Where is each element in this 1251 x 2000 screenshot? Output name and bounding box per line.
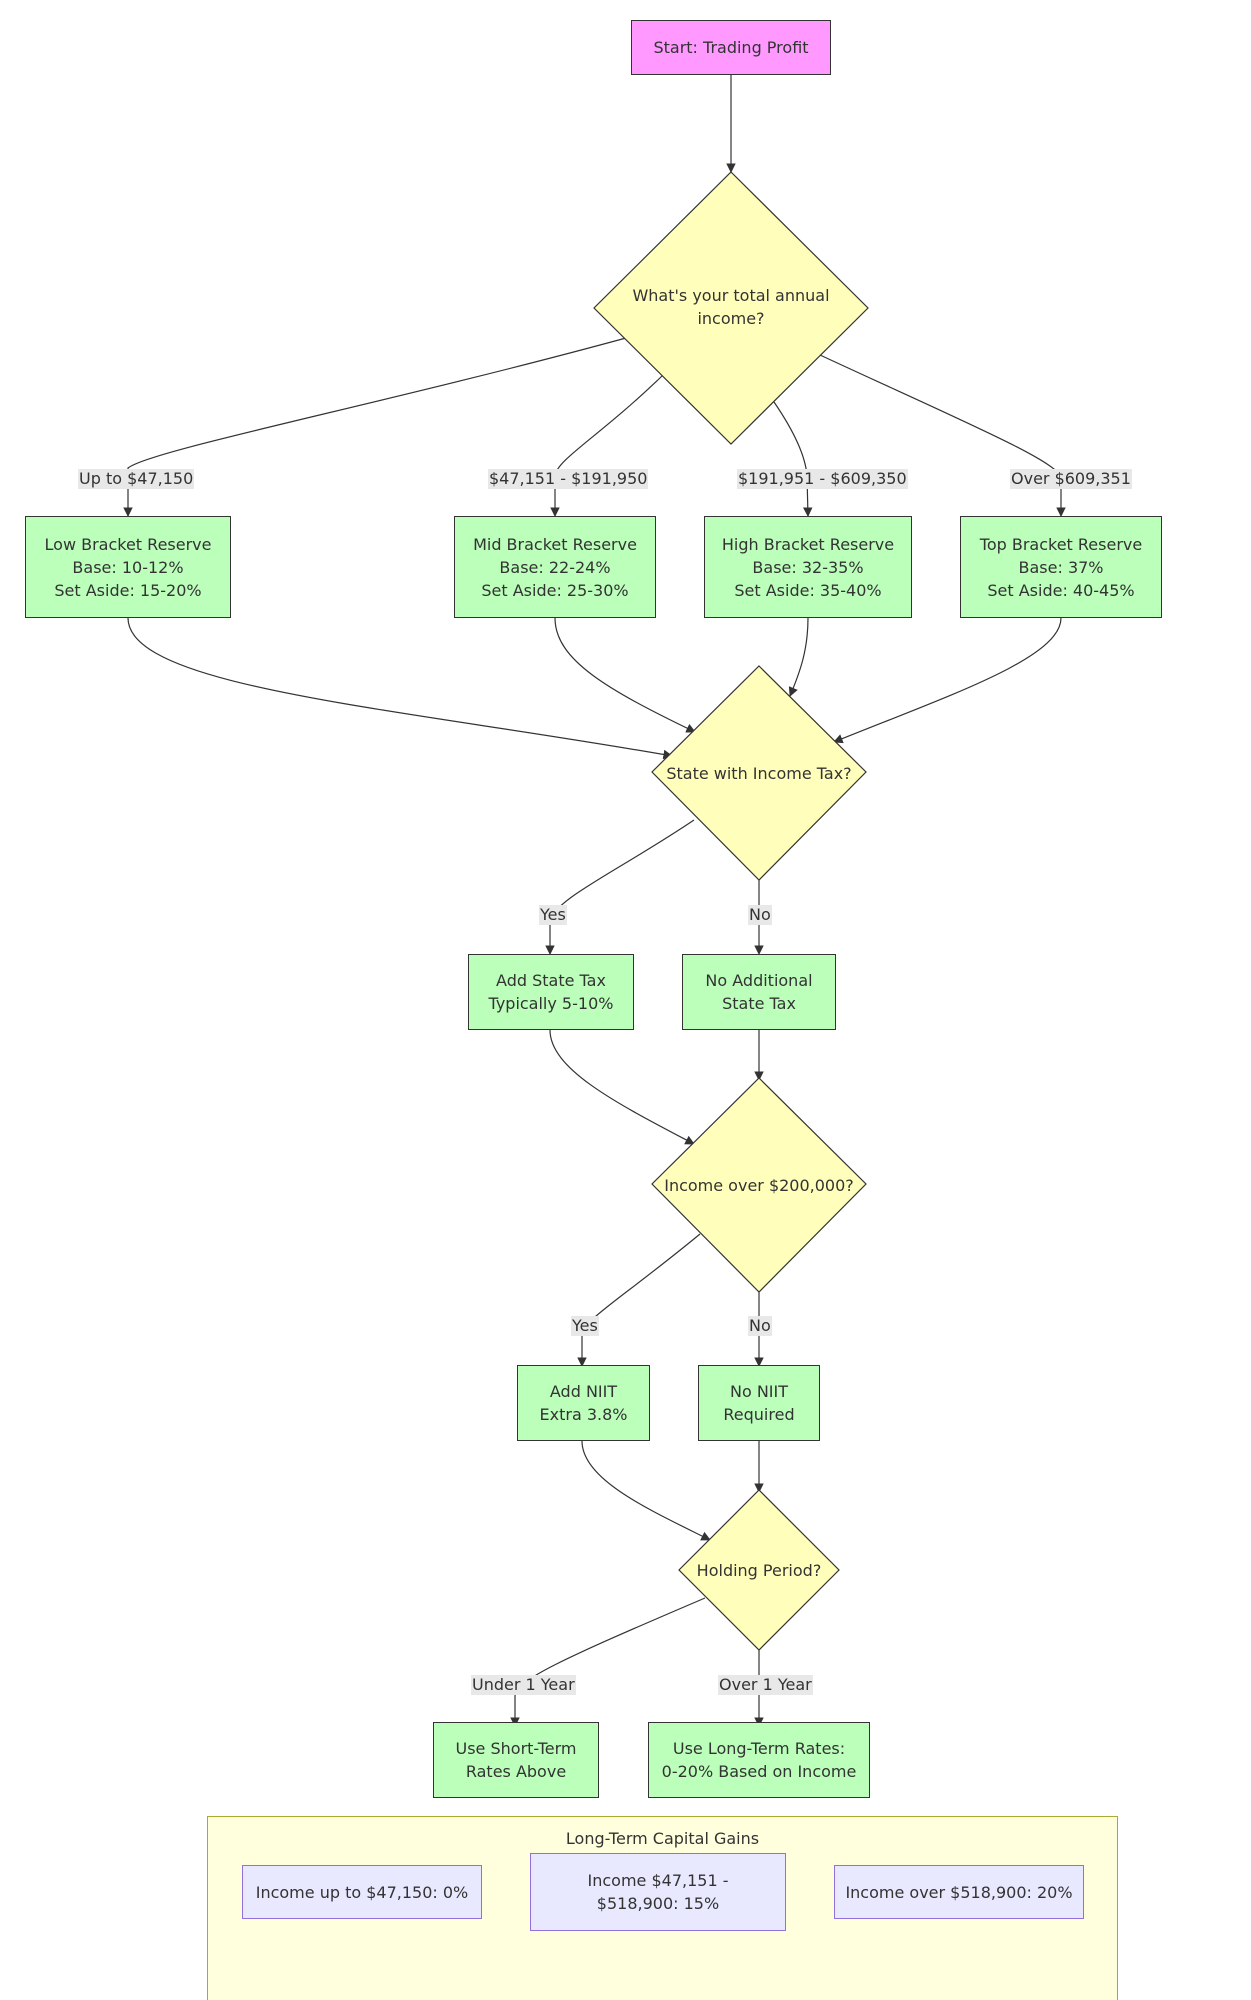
edge-income-to-top <box>819 354 1066 517</box>
rate-0-percent-node: Income up to $47,150: 0% <box>242 1865 482 1919</box>
high-bracket-base: Base: 32-35% <box>752 557 864 577</box>
long-term-detail: 0-20% Based on Income <box>661 1762 857 1781</box>
edge-high-to-state <box>788 617 809 697</box>
no-niit-node: No NIIT Required <box>698 1365 820 1441</box>
low-bracket-base: Base: 10-12% <box>72 557 184 577</box>
edge-mid-to-state <box>554 617 696 733</box>
no-state-tax-title: No Additional <box>705 971 813 990</box>
short-term-title: Use Short-Term <box>455 1739 577 1758</box>
decision-holding-shape <box>678 1489 840 1651</box>
edge-niit-yes <box>577 1233 701 1367</box>
edge-label-top: Over $609,351 <box>1010 469 1132 489</box>
long-term-title: Use Long-Term Rates: <box>672 1739 846 1758</box>
low-bracket-set-aside: Set Aside: 15-20% <box>54 580 202 600</box>
no-state-tax-node: No Additional State Tax <box>682 954 836 1030</box>
edge-label-low: Up to $47,150 <box>78 469 195 489</box>
edge-top-to-state <box>833 617 1062 744</box>
decision-income-text-1: What's your total annual <box>632 286 830 305</box>
decision-state-text: State with Income Tax? <box>666 763 852 783</box>
decision-state: State with Income Tax? <box>659 760 859 786</box>
start-node: Start: Trading Profit <box>631 20 831 75</box>
edge-label-high: $191,951 - $609,350 <box>737 469 908 489</box>
long-term-node: Use Long-Term Rates: 0-20% Based on Inco… <box>648 1722 870 1798</box>
start-node-text: Start: Trading Profit <box>653 38 809 57</box>
short-term-detail: Rates Above <box>465 1762 567 1781</box>
high-bracket-set-aside: Set Aside: 35-40% <box>734 580 882 600</box>
edge-low-to-state <box>127 617 673 760</box>
edge-holding-short <box>510 1597 706 1727</box>
add-niit-node: Add NIIT Extra 3.8% <box>517 1365 650 1441</box>
rate-20-percent-text: Income over $518,900: 20% <box>845 1882 1073 1902</box>
decision-holding: Holding Period? <box>679 1557 839 1583</box>
decision-niit: Income over $200,000? <box>659 1172 859 1198</box>
high-bracket-title: High Bracket Reserve <box>721 534 895 554</box>
top-bracket-base: Base: 37% <box>1018 557 1104 577</box>
low-bracket-title: Low Bracket Reserve <box>44 534 212 554</box>
add-state-tax-detail: Typically 5-10% <box>488 994 614 1013</box>
rate-15-percent-text-1: Income $47,151 - <box>587 1871 729 1890</box>
edge-income-to-low <box>123 337 627 517</box>
decision-holding-text: Holding Period? <box>696 1560 822 1580</box>
low-bracket-node: Low Bracket Reserve Base: 10-12% Set Asi… <box>25 516 231 618</box>
short-term-node: Use Short-Term Rates Above <box>433 1722 599 1798</box>
top-bracket-node: Top Bracket Reserve Base: 37% Set Aside:… <box>960 516 1162 618</box>
decision-niit-text: Income over $200,000? <box>664 1175 854 1195</box>
edge-income-to-mid <box>550 375 663 517</box>
rate-0-percent-text: Income up to $47,150: 0% <box>255 1882 469 1902</box>
mid-bracket-base: Base: 22-24% <box>499 557 611 577</box>
cluster-title-line-1: Long-Term Capital Gains <box>565 1829 760 1848</box>
edge-label-niit-yes: Yes <box>571 1316 599 1336</box>
decision-niit-shape <box>651 1077 867 1293</box>
edge-label-mid: $47,151 - $191,950 <box>488 469 649 489</box>
add-niit-title: Add NIIT <box>549 1382 618 1401</box>
mid-bracket-set-aside: Set Aside: 25-30% <box>481 580 629 600</box>
high-bracket-node: High Bracket Reserve Base: 32-35% Set As… <box>704 516 912 618</box>
mid-bracket-title: Mid Bracket Reserve <box>473 534 637 554</box>
rate-20-percent-node: Income over $518,900: 20% <box>834 1865 1084 1919</box>
rate-15-percent-node: Income $47,151 - $518,900: 15% <box>530 1853 786 1931</box>
decision-income-text-2: income? <box>697 309 765 328</box>
add-state-tax-node: Add State Tax Typically 5-10% <box>468 954 634 1030</box>
edge-label-state-no: No <box>748 905 772 925</box>
no-state-tax-detail: State Tax <box>722 994 796 1013</box>
top-bracket-title: Top Bracket Reserve <box>979 534 1143 554</box>
edge-label-over-1-year: Over 1 Year <box>718 1675 813 1695</box>
decision-state-shape <box>651 665 867 881</box>
rate-15-percent-text-2: $518,900: 15% <box>596 1894 720 1913</box>
mid-bracket-node: Mid Bracket Reserve Base: 22-24% Set Asi… <box>454 516 656 618</box>
top-bracket-set-aside: Set Aside: 40-45% <box>987 580 1135 600</box>
edge-label-state-yes: Yes <box>539 905 567 925</box>
edge-label-niit-no: No <box>748 1316 772 1336</box>
edge-label-under-1-year: Under 1 Year <box>471 1675 576 1695</box>
edge-income-to-high <box>773 401 813 517</box>
decision-income: What's your total annual income? <box>626 281 836 333</box>
decision-income-shape <box>593 171 869 445</box>
edge-addstate-to-niit <box>549 1029 695 1145</box>
add-state-tax-title: Add State Tax <box>496 971 606 990</box>
no-niit-title: No NIIT <box>729 1382 789 1401</box>
edge-addniit-to-holding <box>581 1440 711 1541</box>
add-niit-detail: Extra 3.8% <box>539 1405 628 1424</box>
edge-state-yes <box>545 819 695 955</box>
no-niit-detail: Required <box>723 1405 795 1424</box>
